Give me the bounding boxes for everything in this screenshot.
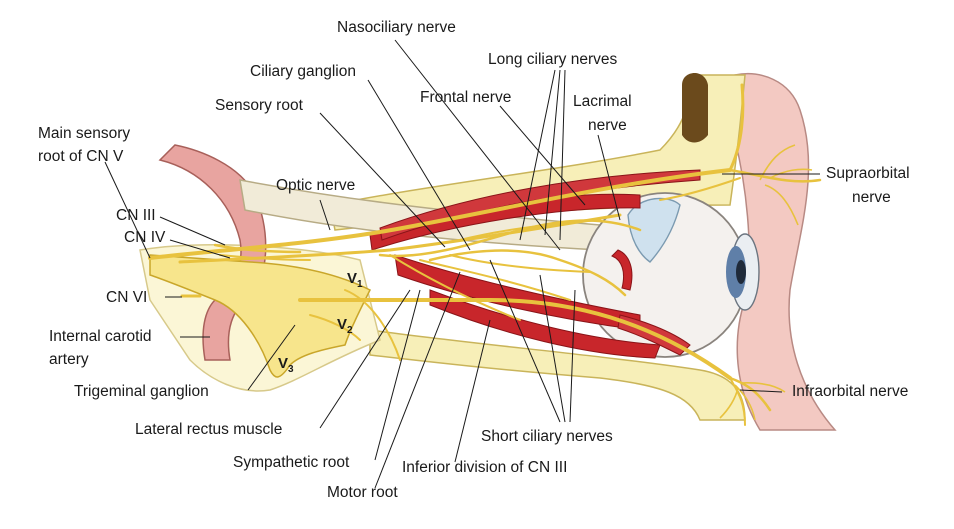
- label-main-sensory-line2: root of CN V: [38, 148, 124, 165]
- label-sensory-root: Sensory root: [215, 97, 303, 114]
- label-frontal-nerve: Frontal nerve: [420, 89, 512, 106]
- label-internal-carotid-line1: Internal carotid: [49, 328, 152, 345]
- label-supraorbital-line2: nerve: [852, 189, 891, 206]
- supraorbital-branches: [759, 144, 813, 226]
- label-cn-iii: CN III: [116, 207, 156, 224]
- superior-oblique-stub: [611, 249, 633, 291]
- infraorbital-branches: [719, 382, 786, 421]
- label-short-ciliary-nerves: Short ciliary nerves: [481, 428, 613, 445]
- label-internal-carotid-line2: artery: [49, 351, 89, 368]
- frontal-sinus: [682, 72, 708, 143]
- label-ciliary-ganglion: Ciliary ganglion: [250, 63, 356, 80]
- label-trigeminal-ganglion: Trigeminal ganglion: [74, 383, 209, 400]
- lacrimal-gland: [627, 197, 681, 263]
- label-main-sensory-line1: Main sensory: [38, 125, 131, 142]
- label-lacrimal-nerve-line1: Lacrimal: [573, 93, 632, 110]
- label-nasociliary-nerve: Nasociliary nerve: [337, 19, 456, 36]
- label-optic-nerve: Optic nerve: [276, 177, 356, 194]
- label-inferior-division-cn-iii: Inferior division of CN III: [402, 459, 568, 476]
- leader-lines: [104, 39, 820, 489]
- nerves: [148, 83, 822, 426]
- label-v1: V1: [347, 270, 363, 290]
- label-motor-root: Motor root: [327, 484, 398, 501]
- label-v2: V2: [337, 316, 353, 336]
- label-cn-vi: CN VI: [106, 289, 148, 306]
- label-infraorbital-nerve: Infraorbital nerve: [792, 383, 909, 400]
- label-cn-iv: CN IV: [124, 229, 166, 246]
- trigeminal-ganglion: [149, 254, 372, 378]
- label-lateral-rectus-muscle: Lateral rectus muscle: [135, 421, 283, 438]
- label-supraorbital-line1: Supraorbital: [826, 165, 910, 182]
- label-lacrimal-nerve-line2: nerve: [588, 117, 627, 134]
- pupil: [736, 260, 746, 284]
- label-long-ciliary-nerves: Long ciliary nerves: [488, 51, 618, 68]
- label-sympathetic-root: Sympathetic root: [233, 454, 350, 471]
- label-v3: V3: [278, 355, 294, 375]
